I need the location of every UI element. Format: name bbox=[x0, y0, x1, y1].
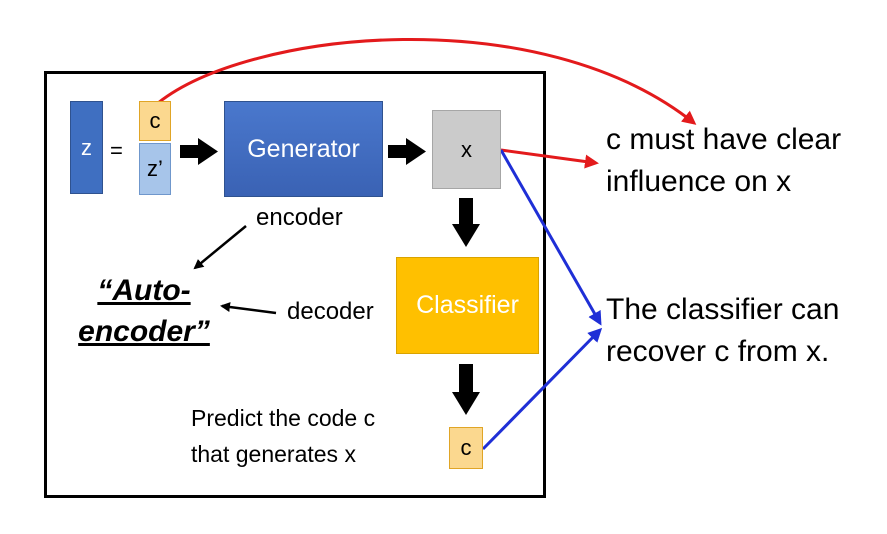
arrow-generator-to-x bbox=[388, 138, 426, 165]
arrow-decoder-pointer bbox=[220, 302, 277, 315]
decoder-label: decoder bbox=[287, 298, 374, 325]
arrow-x-to-classifier bbox=[452, 198, 480, 247]
classifier-label: Classifier bbox=[416, 291, 519, 319]
predict-line-1: Predict the code c bbox=[191, 405, 376, 431]
z-label: z bbox=[81, 134, 92, 160]
code-c-box: c bbox=[139, 101, 171, 141]
encoder-label: encoder bbox=[256, 204, 343, 231]
recover-line-2: recover c from x. bbox=[606, 335, 830, 368]
classifier-box: Classifier bbox=[396, 257, 539, 354]
z-prime-label: z’ bbox=[147, 156, 163, 181]
influence-note: c must have clear influence on x bbox=[606, 119, 841, 203]
predict-line-2: that generates x bbox=[191, 441, 356, 467]
recover-note: The classifier can recover c from x. bbox=[606, 289, 839, 373]
red-arrow-x-to-note bbox=[500, 148, 599, 169]
autoencoder-label: “Auto- encoder” bbox=[74, 270, 214, 352]
autoencoder-line-1: “Auto- bbox=[97, 274, 191, 307]
x-box: x bbox=[432, 110, 501, 189]
arrow-classifier-to-c bbox=[452, 364, 480, 415]
red-arrow-c-to-note bbox=[157, 37, 697, 125]
predicted-c-label: c bbox=[460, 435, 472, 460]
equals-sign: = bbox=[110, 138, 123, 163]
generator-box: Generator bbox=[224, 101, 383, 197]
arrow-encoder-pointer bbox=[193, 225, 247, 270]
model-frame bbox=[44, 71, 546, 498]
generator-label: Generator bbox=[247, 134, 360, 163]
z-prime-box: z’ bbox=[139, 143, 171, 195]
predict-caption: Predict the code c that generates x bbox=[191, 400, 375, 472]
autoencoder-line-2: encoder” bbox=[78, 315, 210, 348]
c-label: c bbox=[149, 108, 161, 133]
influence-line-1: c must have clear bbox=[606, 123, 842, 156]
recover-line-1: The classifier can bbox=[606, 293, 840, 326]
z-box: z bbox=[70, 101, 103, 194]
blue-arrow-c-to-note bbox=[481, 327, 603, 451]
influence-line-2: influence on x bbox=[606, 165, 792, 198]
x-label: x bbox=[461, 136, 472, 162]
predicted-c-box: c bbox=[449, 427, 483, 469]
blue-arrow-x-to-note bbox=[499, 149, 602, 326]
arrow-code-to-generator bbox=[180, 138, 218, 165]
